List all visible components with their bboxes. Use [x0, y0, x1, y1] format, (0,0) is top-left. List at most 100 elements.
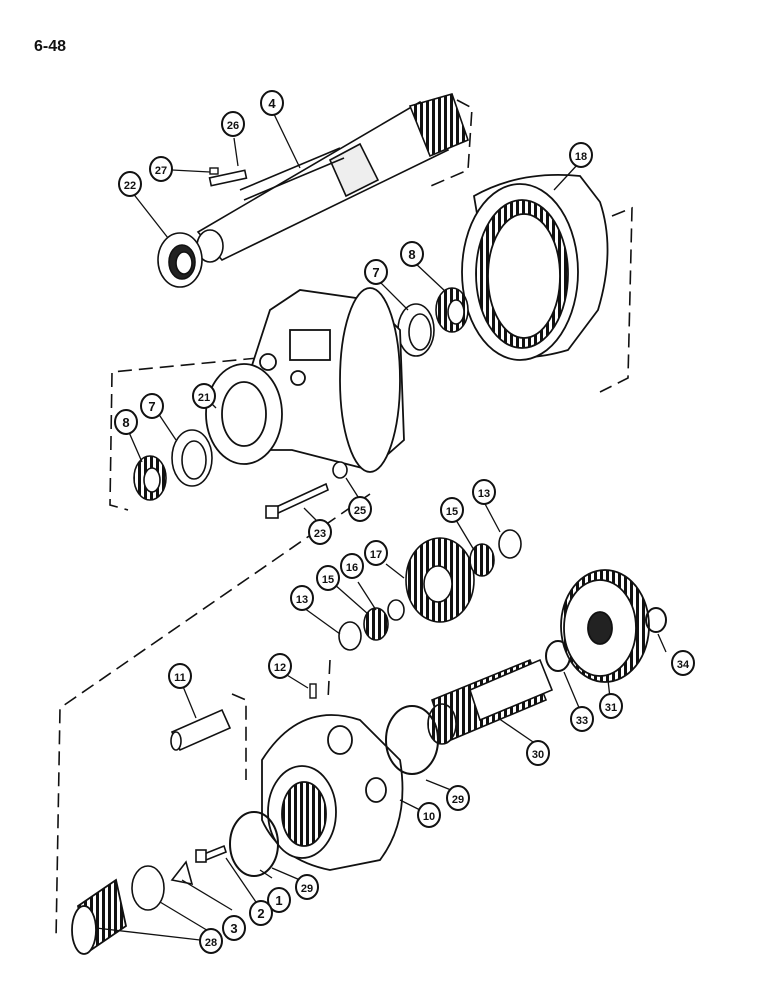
roll-pin-12	[309, 683, 317, 699]
callout-7-lower: 7	[140, 393, 164, 419]
snap-ring-29-upper	[385, 705, 439, 775]
svg-text:15: 15	[446, 506, 458, 518]
spacer-part	[387, 599, 405, 621]
dashed-group-line-housing	[109, 351, 321, 511]
dashed-group-line-carrier-link	[55, 493, 371, 941]
callout-16: 16	[340, 553, 364, 579]
planet-carrier-part	[261, 714, 404, 871]
svg-text:31: 31	[605, 702, 617, 714]
planet-pin-part	[170, 708, 232, 752]
dashed-group-line-shaft	[425, 99, 473, 189]
bearing-cone-lower	[133, 455, 167, 501]
svg-text:28: 28	[205, 937, 217, 949]
svg-text:13: 13	[478, 488, 490, 500]
callout-13-lower: 13	[290, 585, 314, 611]
svg-text:13: 13	[296, 594, 308, 606]
svg-text:26: 26	[227, 120, 239, 132]
callout-28: 28	[199, 928, 223, 954]
key-part	[208, 169, 248, 187]
callout-33: 33	[570, 706, 594, 732]
callout-31: 31	[599, 693, 623, 719]
svg-text:11: 11	[174, 672, 186, 684]
callout-10: 10	[417, 802, 441, 828]
callout-17: 17	[364, 540, 388, 566]
callout-3: 3	[222, 915, 246, 941]
coupling-gear-part	[71, 878, 128, 955]
svg-text:3: 3	[230, 921, 237, 936]
cap-screw-part	[195, 844, 227, 863]
callout-13-upper: 13	[472, 479, 496, 505]
callout-15-upper: 15	[440, 497, 464, 523]
callout-18: 18	[569, 142, 593, 168]
callout-1: 1	[267, 887, 291, 913]
callout-26: 26	[221, 111, 245, 137]
callout-23: 23	[308, 519, 332, 545]
thrust-washer-upper	[498, 529, 522, 559]
callout-4: 4	[260, 90, 284, 116]
svg-text:2: 2	[257, 906, 264, 921]
snap-ring-34	[645, 607, 667, 633]
callout-27: 27	[149, 156, 173, 182]
svg-text:15: 15	[322, 574, 334, 586]
svg-text:10: 10	[423, 811, 435, 823]
dashed-group-line-pin	[231, 693, 247, 780]
planet-carrier-gear-part	[560, 569, 650, 683]
axle-housing-part	[205, 287, 405, 473]
callout-8-lower: 8	[114, 409, 138, 435]
callout-30: 30	[526, 740, 550, 766]
page-number: 6-48	[34, 38, 67, 55]
callout-34: 34	[671, 650, 695, 676]
callout-12: 12	[268, 653, 292, 679]
svg-text:23: 23	[314, 528, 326, 540]
svg-text:1: 1	[275, 893, 282, 908]
callout-29-upper: 29	[446, 785, 470, 811]
bearing-cup-upper	[397, 303, 435, 357]
callout-7-upper: 7	[364, 259, 388, 285]
svg-text:7: 7	[148, 399, 155, 414]
thrust-washer-part	[131, 865, 165, 911]
ring-gear-part	[461, 173, 609, 361]
bearing-cone-upper	[435, 287, 469, 333]
svg-text:17: 17	[370, 549, 382, 561]
needle-bearing-lower	[363, 607, 389, 641]
lock-plate-part	[170, 860, 194, 886]
svg-text:29: 29	[452, 794, 464, 806]
svg-text:34: 34	[677, 659, 690, 671]
svg-text:4: 4	[268, 96, 276, 111]
svg-text:8: 8	[408, 247, 415, 262]
callout-11: 11	[168, 663, 192, 689]
callout-22: 22	[118, 171, 142, 197]
svg-text:27: 27	[155, 165, 167, 177]
dashed-group-line-ringgear	[599, 206, 633, 393]
callout-8-upper: 8	[400, 241, 424, 267]
bearing-cup-lower	[171, 429, 213, 487]
callout-15-lower: 15	[316, 565, 340, 591]
seal-part	[157, 232, 203, 288]
dashed-group-line-sun	[327, 659, 331, 701]
planet-gear-part	[405, 537, 475, 623]
svg-text:8: 8	[122, 415, 129, 430]
svg-text:33: 33	[576, 715, 588, 727]
bolt-part	[265, 482, 329, 519]
thrust-washer-lower	[338, 621, 362, 651]
roll-pin-part	[209, 167, 219, 175]
svg-text:18: 18	[575, 151, 587, 163]
snap-ring-29-lower	[229, 811, 279, 877]
svg-text:21: 21	[198, 392, 210, 404]
svg-text:7: 7	[372, 265, 379, 280]
svg-text:30: 30	[532, 749, 544, 761]
callout-21: 21	[192, 383, 216, 409]
callout-29-lower: 29	[295, 874, 319, 900]
svg-text:29: 29	[301, 883, 313, 895]
svg-text:12: 12	[274, 662, 286, 674]
svg-text:22: 22	[124, 180, 136, 192]
sun-gear-shaft-part	[427, 658, 554, 745]
washer-part	[332, 461, 348, 479]
callout-2: 2	[249, 900, 273, 926]
axle-shaft-part	[196, 93, 470, 263]
svg-text:16: 16	[346, 562, 358, 574]
svg-text:25: 25	[354, 505, 366, 517]
needle-bearing-upper	[469, 543, 495, 577]
